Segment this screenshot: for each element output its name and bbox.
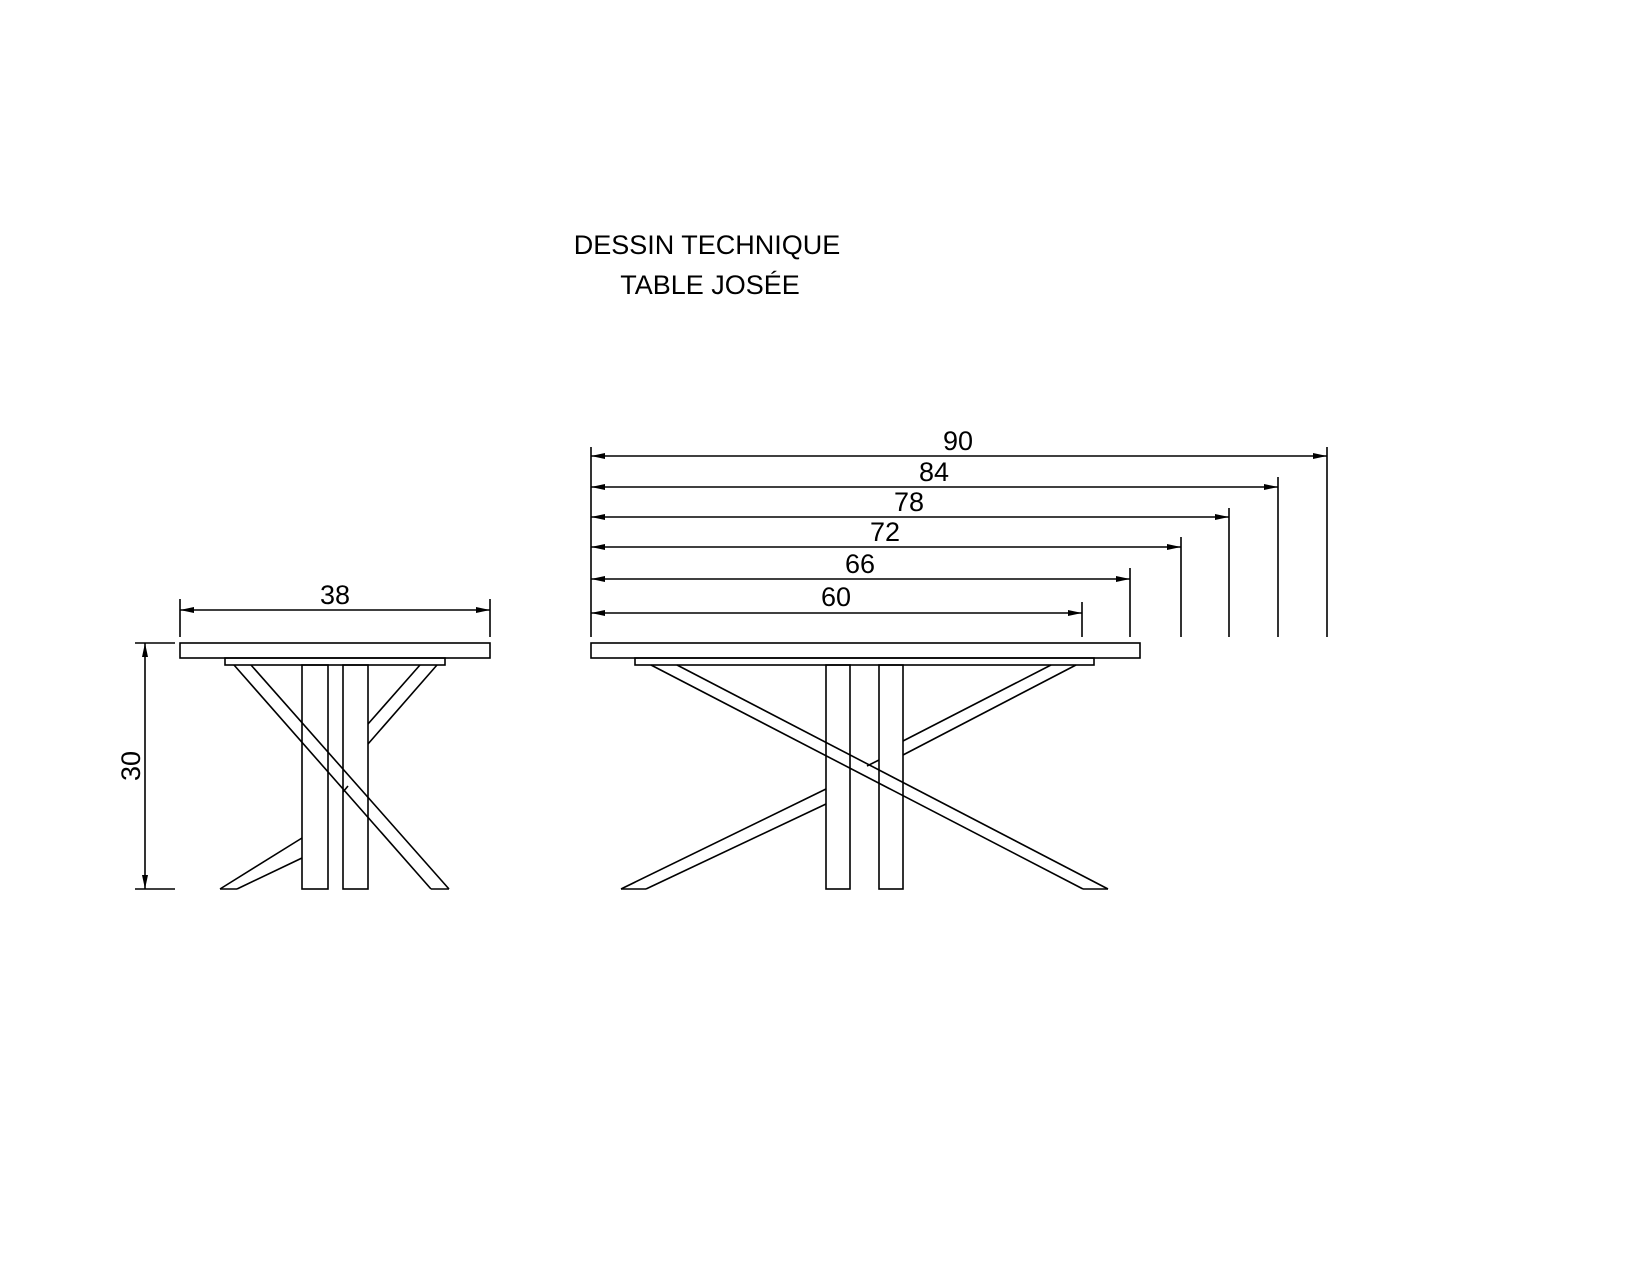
side-tabletop	[179, 642, 491, 659]
length-label-66: 66	[845, 549, 875, 579]
length-label-72: 72	[870, 517, 900, 547]
side-post-left	[301, 664, 329, 890]
side-height-label: 30	[116, 751, 146, 781]
length-label-78: 78	[894, 487, 924, 517]
length-label-84: 84	[919, 457, 949, 487]
side-post-right	[342, 664, 369, 890]
length-label-60: 60	[821, 582, 851, 612]
front-view	[590, 447, 1328, 890]
drawing-title-line1: DESSIN TECHNIQUE	[573, 230, 841, 260]
front-post-left	[825, 664, 851, 890]
length-label-90: 90	[943, 426, 973, 456]
side-width-dimension	[179, 599, 491, 637]
side-view	[135, 599, 491, 890]
side-height-dimension	[135, 642, 175, 890]
drawing-title-line2: TABLE JOSÉE	[620, 270, 800, 300]
side-width-label: 38	[320, 580, 350, 610]
front-tabletop	[590, 642, 1141, 659]
side-apron	[224, 657, 446, 666]
front-post-right	[878, 664, 904, 890]
front-apron	[634, 657, 1095, 666]
